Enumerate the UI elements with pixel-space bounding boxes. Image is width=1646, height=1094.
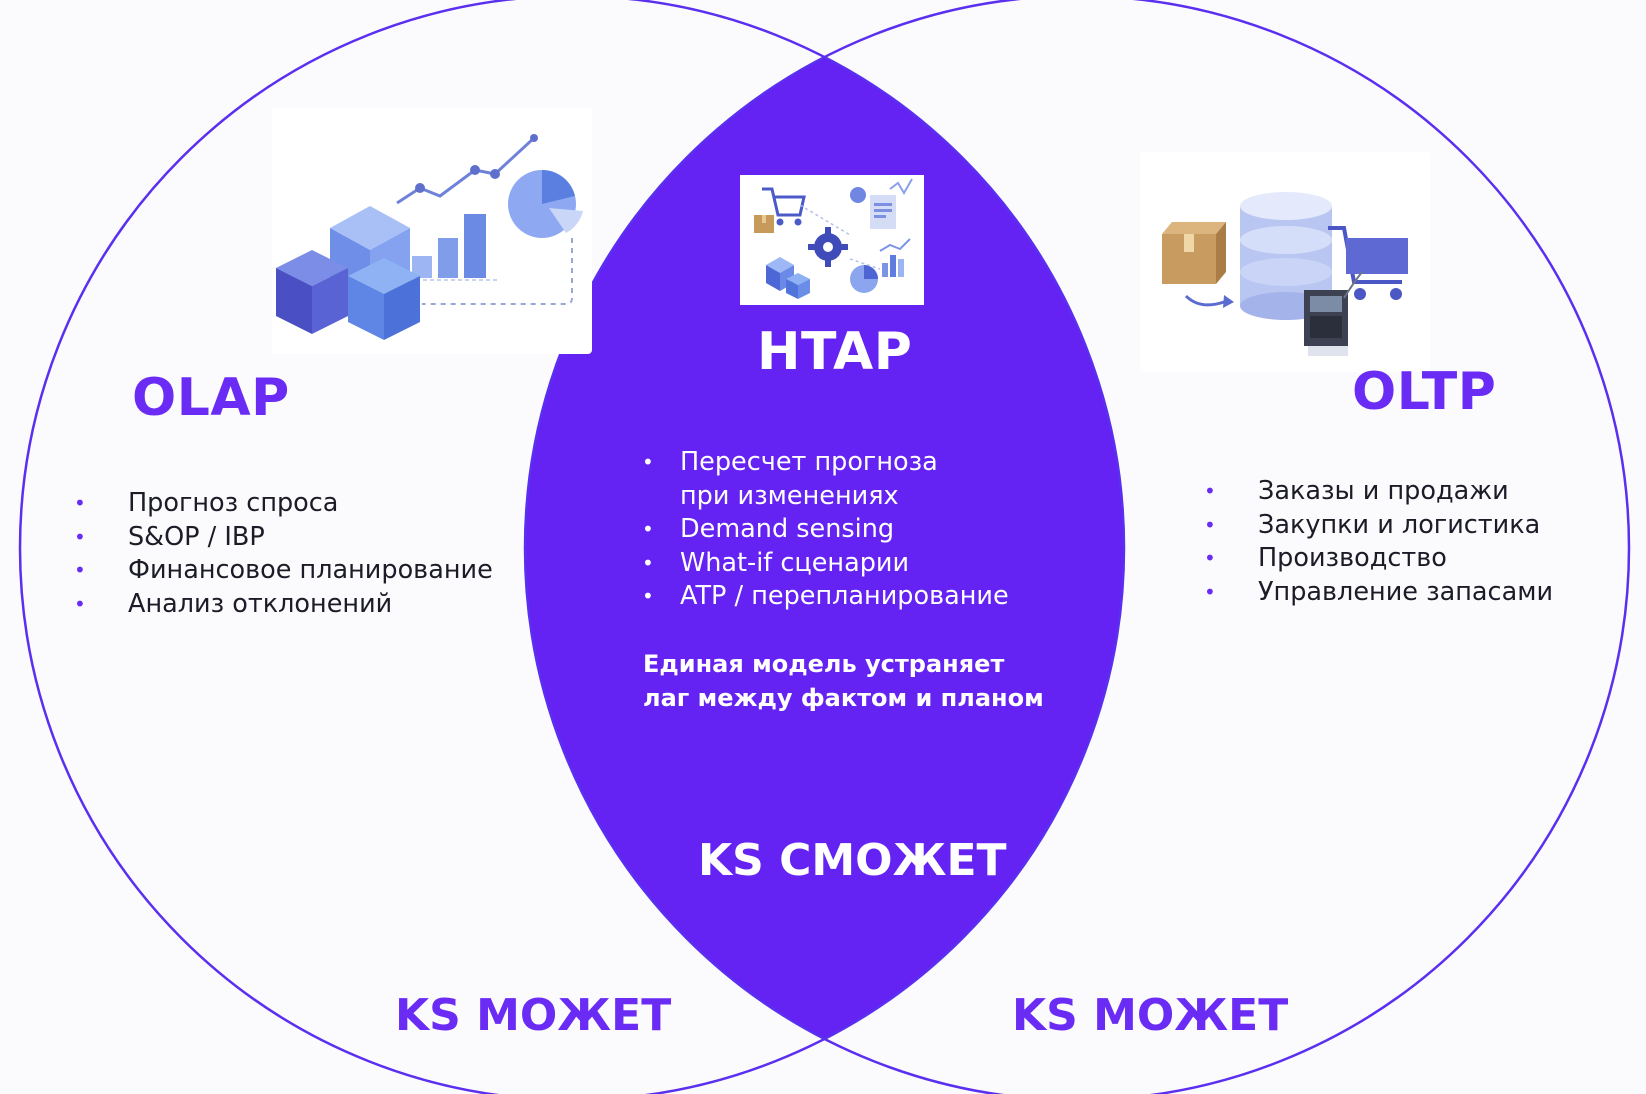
bullet-icon: •: [642, 450, 654, 474]
htap-note-line: лаг между фактом и планом: [643, 684, 1044, 712]
list-item: •S&OP / IBP: [70, 521, 493, 555]
bullet-icon: •: [1204, 479, 1216, 503]
left-circle-outline: [18, 0, 1126, 1094]
bullet-icon: •: [74, 524, 86, 549]
olap-illustration: [272, 108, 592, 354]
list-item: •Финансовое планирование: [70, 554, 493, 588]
olap-status-label: KS МОЖЕТ: [395, 990, 672, 1041]
list-item: •Пересчет прогноза: [640, 446, 1009, 480]
list-item-continuation: при изменениях: [680, 480, 899, 511]
list-item: •Прогноз спроса: [70, 487, 493, 521]
oltp-database-cart-box-icon: [1140, 192, 1430, 376]
htap-title: HTAP: [757, 322, 913, 382]
list-item: •Управление запасами: [1200, 576, 1553, 610]
bullet-icon: •: [1204, 546, 1216, 570]
list-item: •Производство: [1200, 542, 1553, 576]
bullet-icon: •: [642, 517, 654, 541]
list-item: •Анализ отклонений: [70, 588, 493, 622]
list-item: •Заказы и продажи: [1200, 475, 1553, 509]
htap-note-line: Единая модель устраняет: [643, 650, 1005, 678]
htap-note: Единая модель устраняет лаг между фактом…: [643, 647, 1044, 715]
htap-illustration: [740, 175, 924, 305]
htap-list: •Пересчет прогноза при изменениях •Deman…: [640, 446, 1009, 614]
oltp-status-label: KS МОЖЕТ: [1012, 990, 1289, 1041]
list-item: •Demand sensing: [640, 513, 1009, 547]
bullet-icon: •: [642, 550, 654, 575]
bullet-icon: •: [74, 491, 86, 515]
bullet-icon: •: [74, 591, 86, 616]
htap-hybrid-commerce-analytics-icon: [740, 178, 924, 309]
bullet-icon: •: [1204, 512, 1216, 537]
list-item: •What-if сценарии: [640, 547, 1009, 581]
bullet-icon: •: [1204, 579, 1216, 604]
olap-title: OLAP: [132, 368, 290, 428]
oltp-title: OLTP: [1352, 362, 1497, 422]
right-circle-outline: [523, 0, 1631, 1094]
oltp-list: •Заказы и продажи •Закупки и логистика •…: [1200, 475, 1553, 609]
bullet-icon: •: [642, 584, 654, 608]
bullet-icon: •: [74, 558, 86, 582]
htap-status-label: KS СМОЖЕТ: [698, 835, 1007, 886]
list-item: •Закупки и логистика: [1200, 509, 1553, 543]
list-item: •ATP / перепланирование: [640, 580, 1009, 614]
olap-list: •Прогноз спроса •S&OP / IBP •Финансовое …: [70, 487, 493, 621]
olap-analytics-cubes-chart-icon: [272, 134, 592, 358]
oltp-illustration: [1140, 152, 1430, 372]
